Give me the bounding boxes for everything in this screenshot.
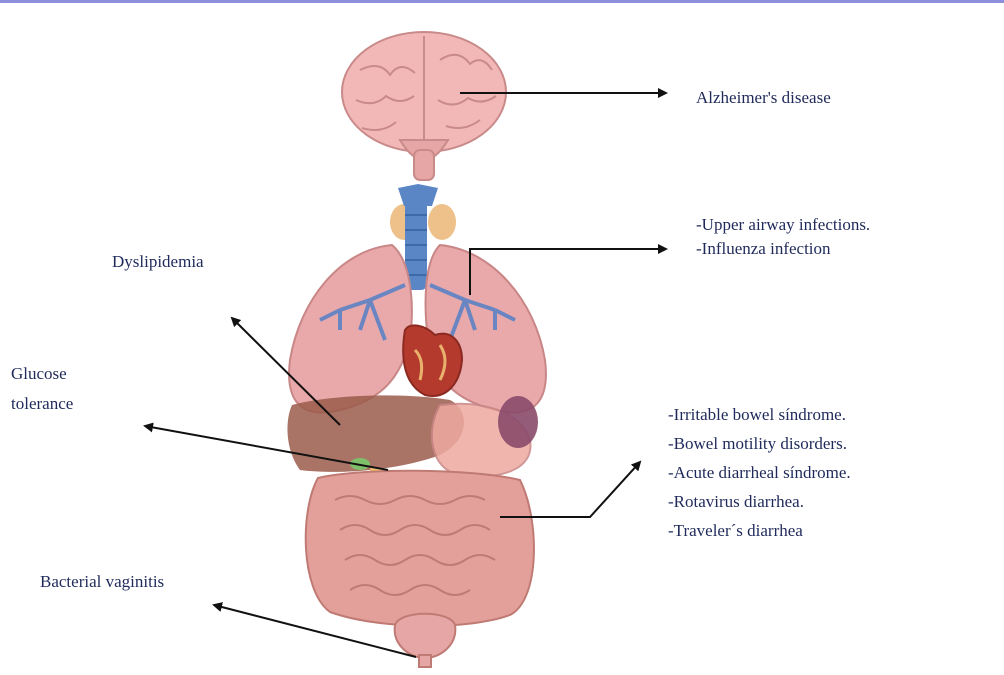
label-dyslipidemia: Dyslipidemia xyxy=(112,250,204,274)
label-bacterial-vaginitis: Bacterial vaginitis xyxy=(40,570,164,594)
label-bowel-line-3: -Acute diarrheal síndrome. xyxy=(668,458,851,487)
label-bowel-list: -Irritable bowel síndrome. -Bowel motili… xyxy=(668,400,851,545)
label-bowel-line-5: -Traveler´s diarrhea xyxy=(668,516,851,545)
label-bowel-line-1: -Irritable bowel síndrome. xyxy=(668,400,851,429)
label-airway-line-2: -Influenza infection xyxy=(696,237,870,261)
intestines-illustration xyxy=(306,471,534,626)
label-airway-line-1: -Upper airway infections. xyxy=(696,213,870,237)
label-glucose-line-1: Glucose xyxy=(11,359,73,389)
bladder-illustration xyxy=(395,614,456,667)
label-glucose-line-2: tolerance xyxy=(11,389,73,419)
label-bowel-line-4: -Rotavirus diarrhea. xyxy=(668,487,851,516)
label-airway: -Upper airway infections. -Influenza inf… xyxy=(696,213,870,261)
label-glucose-tolerance: Glucose tolerance xyxy=(11,359,73,419)
label-bowel-line-2: -Bowel motility disorders. xyxy=(668,429,851,458)
brain-illustration xyxy=(342,32,506,180)
label-alzheimers: Alzheimer's disease xyxy=(696,86,831,110)
